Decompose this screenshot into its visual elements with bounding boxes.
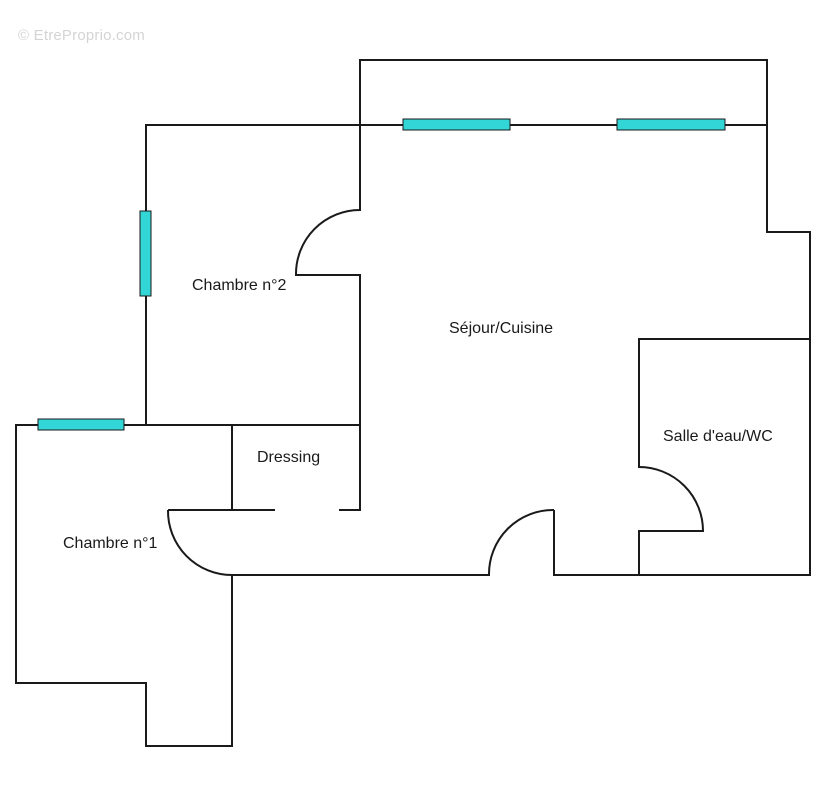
window-chambre1 — [37, 418, 125, 431]
door-salle-eau-arc — [638, 466, 704, 532]
windows — [37, 118, 726, 431]
door-chambre2-arc — [294, 209, 361, 276]
label-sejour: Séjour/Cuisine — [449, 320, 553, 337]
wall-chambre1-outline — [15, 424, 233, 747]
window-sejour-left — [402, 118, 511, 131]
wall-chambre2-right — [295, 274, 361, 511]
door-entrance-arc — [487, 508, 555, 576]
wall-sejour-outer — [359, 59, 811, 576]
wall-salle-eau — [638, 338, 811, 468]
walls — [15, 59, 811, 747]
watermark: © EtreProprio.com — [18, 27, 145, 44]
label-dressing: Dressing — [257, 449, 320, 466]
room-labels: Chambre n°2 Séjour/Cuisine Salle d'eau/W… — [63, 277, 773, 552]
window-sejour-right — [616, 118, 726, 131]
door-chambre1-arc — [166, 509, 233, 576]
label-chambre2: Chambre n°2 — [192, 277, 287, 294]
doors — [166, 209, 704, 576]
label-salle-eau: Salle d'eau/WC — [663, 428, 773, 445]
wall-salle-eau-lower — [638, 530, 704, 576]
label-chambre1: Chambre n°1 — [63, 535, 158, 552]
window-chambre2 — [139, 210, 152, 297]
